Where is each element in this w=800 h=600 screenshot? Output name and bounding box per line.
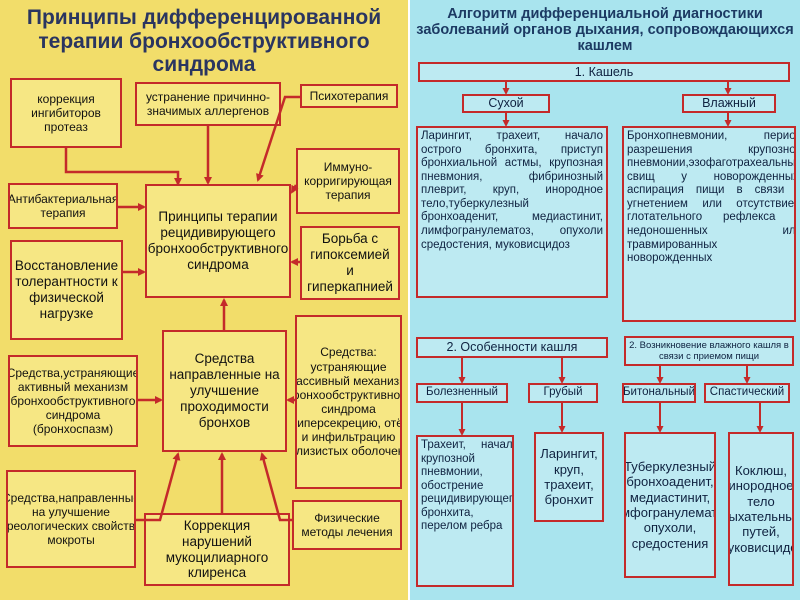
right-poster: Алгоритм дифференциальной диагностики за…: [410, 0, 800, 600]
box-wet-cough-food: 2. Возникновение влажного кашля в связи …: [624, 336, 794, 366]
box-passive-mechanism: Средства: устраняющие пассивный механизм…: [295, 315, 402, 489]
box-psychotherapy: Психотерапия: [300, 84, 398, 108]
box-cough: 1. Кашель: [418, 62, 790, 82]
box-antibacterial: Антибактериальная терапия: [8, 183, 118, 229]
box-bronchial-patency: Средства направленные на улучшение прохо…: [162, 330, 287, 452]
box-spastic-cough: Спастический: [704, 383, 790, 403]
box-bitonal-diseases: Туберкулезный бронхоаденит, медиастинит,…: [624, 432, 716, 578]
box-immunocorrection: Иммуно-корригирующая терапия: [296, 148, 400, 214]
box-wet-diseases: Бронхопневмонии, период разрешения крупо…: [622, 126, 796, 322]
box-cough-features: 2. Особенности кашля: [416, 337, 608, 358]
box-wet-cough: Влажный: [682, 94, 776, 113]
box-painful-cough: Болезненный: [416, 383, 508, 403]
box-active-mechanism: Средства,устраняющие активный механизм б…: [8, 355, 138, 447]
box-dry-cough: Сухой: [462, 94, 550, 113]
box-mucociliary: Коррекция нарушений мукоцилиарного клире…: [144, 513, 290, 586]
left-poster-title: Принципы дифференцированной терапии брон…: [26, 6, 382, 77]
left-poster: Принципы дифференцированной терапии брон…: [0, 0, 408, 600]
box-dry-diseases: Ларингит, трахеит, начало острого бронхи…: [416, 126, 608, 298]
box-rough-diseases: Ларингит, круп, трахеит, бронхит: [534, 432, 604, 522]
box-protease-correction: коррекция ингибиторов протеаз: [10, 78, 122, 148]
right-poster-title: Алгоритм дифференциальной диагностики за…: [416, 6, 794, 55]
box-hypoxemia: Борьба с гипоксемией и гиперкапнией: [300, 226, 400, 300]
box-sputum-rheology: Средства,направленные на улучшение реоло…: [6, 470, 136, 568]
box-center-principles: Принципы терапии рецидивирующего бронхоо…: [145, 184, 291, 298]
box-physical-methods: Физические методы лечения: [292, 500, 402, 550]
box-allergen-removal: устранение причинно-значимых аллергенов: [135, 82, 281, 126]
box-painful-diseases: Трахеит, начало крупозной пневмонии, обо…: [416, 435, 514, 587]
box-bitonal-cough: Битональный: [622, 383, 696, 403]
box-rough-cough: Грубый: [528, 383, 598, 403]
box-spastic-diseases: Коклюш, инородное тело дыхательных путей…: [728, 432, 794, 586]
box-load-tolerance: Восстановление толерантности к физическо…: [10, 240, 123, 340]
